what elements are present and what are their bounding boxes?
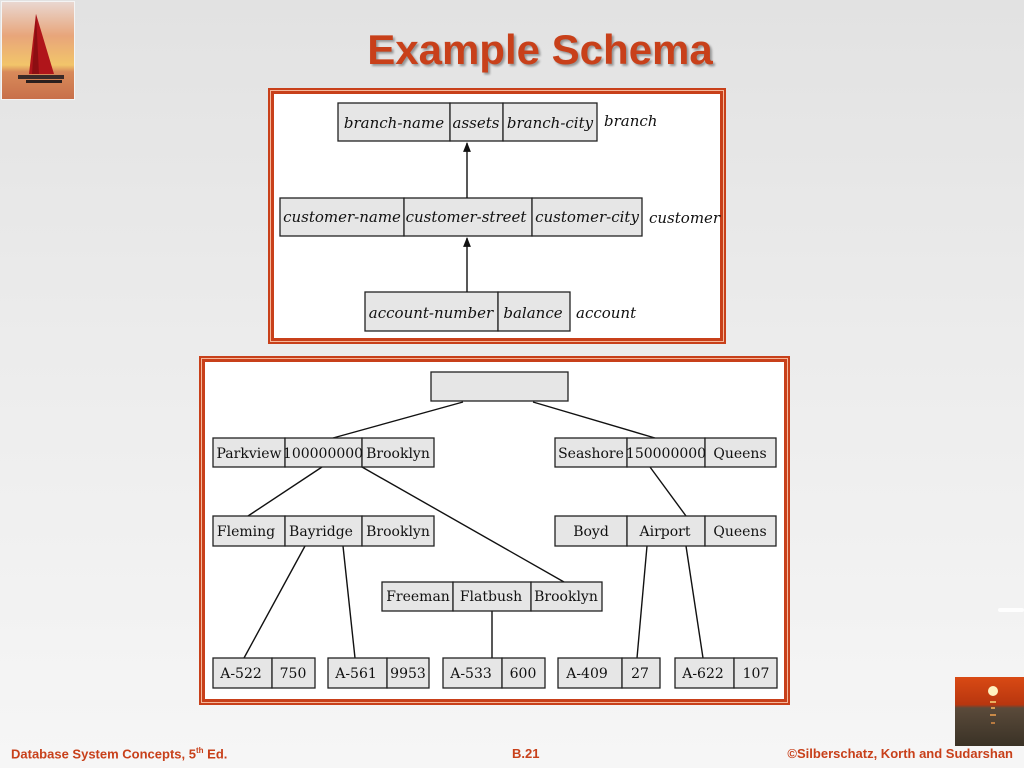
- tree-leaf-a533: A-533 600: [442, 657, 546, 689]
- attribute-assets: assets: [453, 114, 500, 132]
- node-cell-box: [212, 437, 286, 468]
- leaf-cell-text: A-409: [565, 666, 608, 682]
- node-cell-box: [452, 581, 532, 612]
- node-cell-text: Boyd: [573, 524, 609, 540]
- node-cell-box: [554, 437, 628, 468]
- footer-edition-superscript: th: [195, 746, 204, 755]
- leaf-cell-box: [327, 657, 388, 689]
- tree-edge: [332, 401, 464, 439]
- tree-node-fleming: Fleming Bayridge Brooklyn: [212, 515, 435, 547]
- attribute-balance: balance: [503, 304, 562, 322]
- tree-root-node: [430, 371, 569, 402]
- leaf-cell-box: [442, 657, 503, 689]
- tree-leaf-a522: A-522 750: [212, 657, 316, 689]
- sailboat-logo-icon: [1, 1, 75, 100]
- node-cell-box: [626, 437, 706, 468]
- node-cell-text: Freeman: [386, 589, 450, 605]
- leaf-cell-box: [386, 657, 430, 689]
- relation-name-customer: customer: [649, 209, 721, 227]
- relation-branch: branch-name assets branch-city branch: [337, 102, 657, 142]
- node-cell-text: Bayridge: [289, 524, 353, 540]
- footer-copyright: ©Silberschatz, Korth and Sudarshan: [787, 746, 1013, 761]
- tree-edge: [636, 545, 648, 659]
- leaf-cell-text: 27: [631, 666, 649, 682]
- tree-leaf-a622: A-622 107: [674, 657, 778, 689]
- leaf-cell-text: A-561: [334, 666, 377, 682]
- attribute-account-number: account-number: [369, 304, 494, 322]
- leaf-cell-text: A-522: [219, 666, 262, 682]
- attribute-branch-city: branch-city: [507, 114, 594, 132]
- node-cell-box: [554, 515, 628, 547]
- leaf-cell-text: A-533: [449, 666, 492, 682]
- leaf-cell-text: A-622: [681, 666, 724, 682]
- footer-book-title-text: Database System Concepts, 5: [11, 746, 196, 762]
- tree-node-boyd: Boyd Airport Queens: [554, 515, 777, 547]
- tree-leaf-a561: A-561 9953: [327, 657, 430, 689]
- leaf-cell-box: [271, 657, 316, 689]
- tree-edge: [532, 401, 656, 439]
- sunset-logo-icon: [955, 677, 1024, 746]
- attr-cell-box: [497, 291, 571, 332]
- node-cell-text: Airport: [639, 524, 691, 540]
- node-cell-text: Brooklyn: [534, 589, 598, 605]
- node-cell-text: 100000000: [283, 446, 363, 462]
- attribute-branch-name: branch-name: [344, 114, 444, 132]
- slide-title: Example Schema: [367, 26, 713, 73]
- tree-edge: [247, 466, 323, 517]
- leaf-cell-text: 9953: [390, 666, 426, 682]
- node-cell-text: Queens: [713, 524, 766, 540]
- tree-leaf-a409: A-409 27: [557, 657, 661, 689]
- attribute-customer-name: customer-name: [283, 208, 401, 226]
- node-cell-text: Brooklyn: [366, 524, 430, 540]
- relation-account: account-number balance account: [364, 291, 637, 332]
- leaf-cell-text: 750: [280, 666, 307, 682]
- tree-edge: [685, 545, 704, 659]
- leaf-cell-box: [501, 657, 546, 689]
- node-cell-box: [704, 515, 777, 547]
- node-cell-text: Queens: [713, 446, 766, 462]
- node-cell-text: Brooklyn: [366, 446, 430, 462]
- node-cell-text: Seashore: [558, 446, 624, 462]
- tree-edge: [361, 466, 565, 583]
- footer-book-title: Database System Concepts, 5th Ed.: [11, 746, 227, 761]
- node-cell-box: [212, 515, 286, 547]
- relation-name-branch: branch: [604, 112, 657, 130]
- attr-cell-box: [279, 197, 405, 237]
- node-cell-text: Fleming: [217, 524, 275, 540]
- tree-edges: [243, 401, 704, 659]
- attribute-customer-city: customer-city: [535, 208, 639, 226]
- tree-node-freeman: Freeman Flatbush Brooklyn: [381, 581, 603, 612]
- tree-edge: [342, 545, 356, 659]
- leaf-cell-text: 107: [743, 666, 770, 682]
- tree-node-parkview: Parkview 100000000 Brooklyn: [212, 437, 435, 468]
- leaf-cell-text: 600: [510, 666, 537, 682]
- footer-slide-number: B.21: [512, 746, 540, 761]
- leaf-cell-box: [621, 657, 661, 689]
- attribute-customer-street: customer-street: [406, 208, 528, 226]
- node-cell-box: [530, 581, 603, 612]
- leaf-cell-box: [557, 657, 623, 689]
- footer-edition-text: Ed.: [203, 746, 228, 762]
- node-cell-box: [361, 515, 435, 547]
- attr-cell-box: [337, 102, 451, 142]
- tree-node-seashore: Seashore 150000000 Queens: [554, 437, 777, 468]
- leaf-cell-box: [674, 657, 735, 689]
- node-cell-text: 150000000: [626, 446, 706, 462]
- attr-cell-box: [531, 197, 643, 237]
- node-cell-box: [361, 437, 435, 468]
- relation-name-account: account: [576, 304, 637, 322]
- node-cell-box: [704, 437, 777, 468]
- attr-cell-box: [502, 102, 598, 142]
- tree-edge: [649, 466, 687, 517]
- leaf-cell-box: [733, 657, 778, 689]
- node-cell-text: Parkview: [217, 446, 282, 462]
- decorative-wave: [998, 608, 1024, 612]
- node-cell-text: Flatbush: [460, 589, 522, 605]
- tree-edge: [243, 545, 306, 659]
- relation-customer: customer-name customer-street customer-c…: [279, 197, 721, 237]
- attr-cell-box: [403, 197, 533, 237]
